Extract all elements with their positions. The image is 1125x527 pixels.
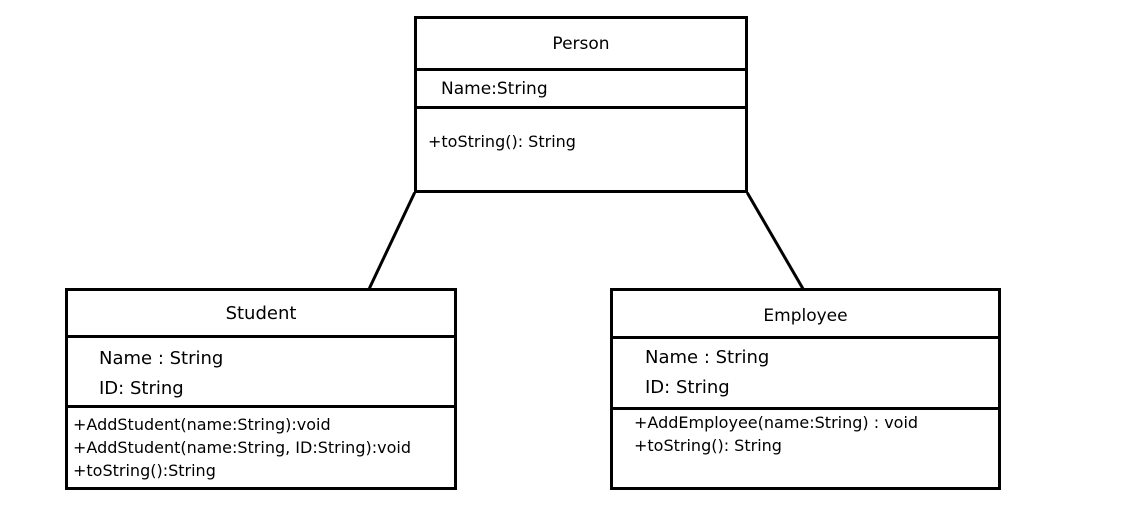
methods-section: +AddStudent(name:String):void +AddStuden… xyxy=(68,405,454,487)
attribute: ID: String xyxy=(645,377,730,398)
attribute: Name : String xyxy=(645,347,770,368)
class-name-section: Person xyxy=(417,19,745,68)
connector-person-student xyxy=(368,192,416,289)
attribute: ID: String xyxy=(99,378,184,399)
attribute: Name : String xyxy=(99,348,224,369)
class-box-student: Student Name : String ID: String +AddStu… xyxy=(65,288,457,490)
class-name-section: Employee xyxy=(613,291,998,336)
attributes-section: Name:String xyxy=(417,68,745,106)
attributes-section: Name : String ID: String xyxy=(68,335,454,405)
class-name-section: Student xyxy=(68,291,454,335)
attributes-section: Name : String ID: String xyxy=(613,336,998,407)
class-name: Student xyxy=(225,302,297,324)
method: +AddStudent(name:String):void xyxy=(73,415,331,434)
methods-section: +AddEmployee(name:String) : void +toStri… xyxy=(613,407,998,487)
method: +AddStudent(name:String, ID:String):void xyxy=(73,438,411,457)
class-name: Person xyxy=(552,33,610,54)
method: +toString(): String xyxy=(634,436,782,455)
method: +toString(): String xyxy=(428,132,576,151)
methods-section: +toString(): String xyxy=(417,106,745,190)
class-name: Employee xyxy=(763,305,848,326)
connector-person-employee xyxy=(745,191,809,297)
class-box-person: Person Name:String +toString(): String xyxy=(414,16,748,193)
method: +toString():String xyxy=(73,461,216,480)
class-box-employee: Employee Name : String ID: String +AddEm… xyxy=(610,288,1001,490)
method: +AddEmployee(name:String) : void xyxy=(634,413,919,432)
attribute: Name:String xyxy=(441,78,548,99)
